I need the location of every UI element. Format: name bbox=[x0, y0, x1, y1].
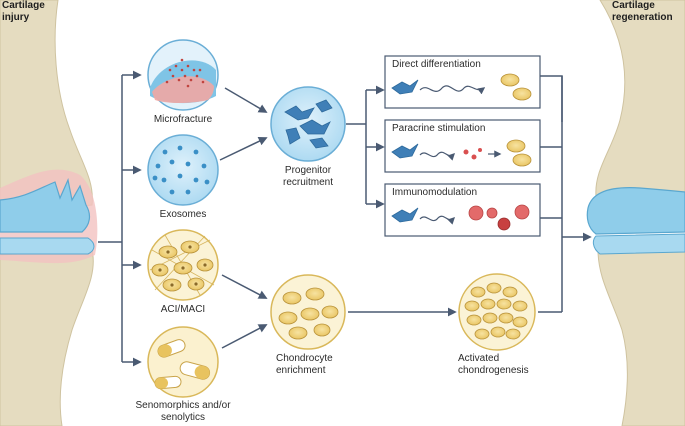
upper-bone-right bbox=[595, 0, 685, 201]
chondrocyte-enrichment-illustration bbox=[270, 274, 346, 350]
upper-bone-left bbox=[0, 0, 93, 216]
arrow-exosomes-progenitor bbox=[219, 137, 268, 161]
damaged-cartilage bbox=[0, 178, 91, 233]
lower-bone-left bbox=[0, 249, 94, 426]
immunomodulation-label: Immunomodulation bbox=[392, 187, 478, 198]
aci-maci-illustration bbox=[147, 229, 219, 301]
arrow-aci-chondrocyte bbox=[221, 274, 268, 299]
cartilage-injury-heading: Cartilage injury bbox=[2, 0, 45, 23]
flow-arrows bbox=[98, 70, 592, 367]
lower-cartilage-left bbox=[0, 237, 95, 255]
microfracture-label: Microfracture bbox=[153, 114, 213, 125]
senomorphics-illustration bbox=[147, 326, 219, 398]
direct-differentiation-box bbox=[384, 55, 541, 109]
exosomes-illustration bbox=[147, 134, 219, 206]
progenitor-recruitment-illustration bbox=[270, 86, 346, 162]
immunomodulation-box bbox=[384, 183, 541, 237]
aci-maci-label: ACI/MACI bbox=[160, 304, 206, 315]
arrow-senomorphics-chondrocyte bbox=[221, 324, 268, 349]
arrow-direct-out bbox=[540, 75, 563, 122]
arrow-microfracture-progenitor bbox=[224, 87, 268, 113]
progenitor-recruitment-label: Progenitor recruitment bbox=[282, 165, 333, 188]
injured-knee-joint bbox=[0, 0, 98, 426]
microfracture-illustration bbox=[147, 39, 219, 111]
direct-differentiation-label: Direct differentiation bbox=[392, 59, 481, 70]
chondrocyte-enrichment-label: Chondrocyte enrichment bbox=[276, 353, 333, 376]
lower-bone-right bbox=[597, 249, 685, 426]
activated-chondrogenesis-label: Activated chondrogenesis bbox=[458, 353, 529, 376]
cartilage-regeneration-heading: Cartilage regeneration bbox=[612, 0, 673, 23]
regenerated-knee-joint bbox=[586, 0, 685, 426]
healthy-cartilage-upper bbox=[586, 187, 685, 235]
paracrine-stimulation-label: Paracrine stimulation bbox=[392, 123, 486, 134]
healthy-cartilage-lower bbox=[592, 233, 685, 255]
exosomes-label: Exosomes bbox=[159, 209, 207, 220]
senomorphics-label: Senomorphics and/or senolytics bbox=[135, 400, 231, 423]
activated-chondrogenesis-illustration bbox=[458, 273, 536, 351]
paracrine-stimulation-box bbox=[384, 119, 541, 173]
